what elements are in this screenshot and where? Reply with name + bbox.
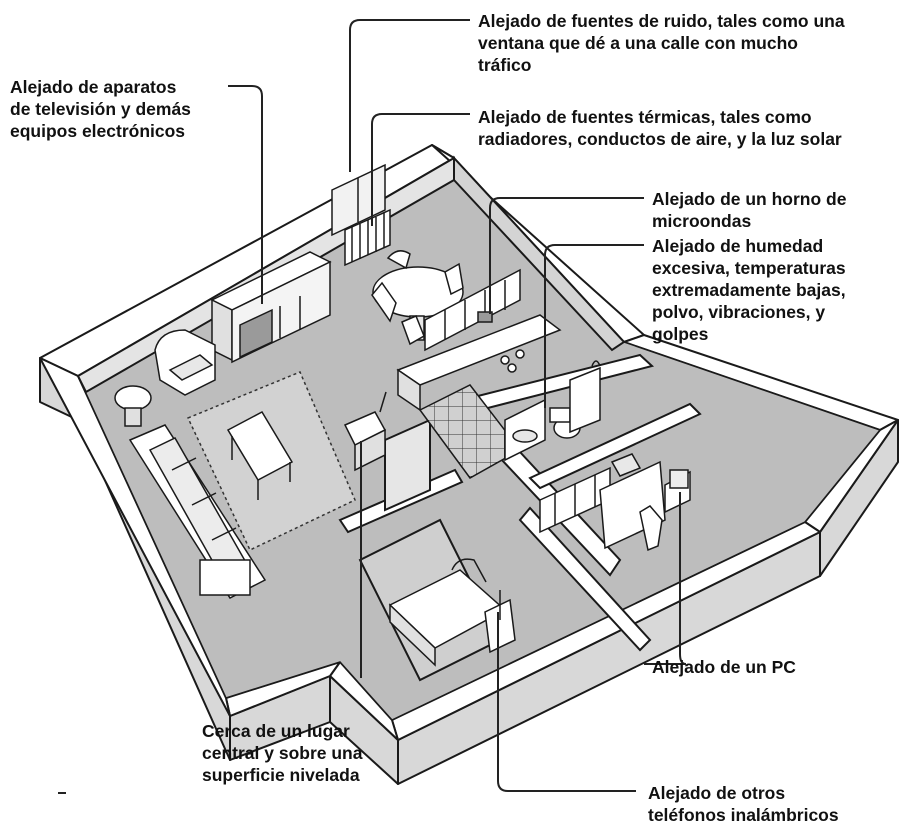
microwave-leader	[489, 197, 644, 314]
callout-line: equipos electrónicos	[10, 121, 186, 141]
pc-leader	[644, 492, 687, 665]
callout-microwave: Alejado de un horno de microondas	[652, 188, 846, 232]
callout-line: excesiva, temperaturas	[652, 258, 846, 278]
callout-heat-sources: Alejado de fuentes térmicas, tales como …	[478, 106, 842, 150]
page-dash-mark	[58, 792, 66, 794]
callout-line: radiadores, conductos de aire, y la luz …	[478, 129, 842, 149]
callout-line: Alejado de fuentes térmicas, tales como	[478, 107, 812, 127]
callout-line: tráfico	[478, 55, 532, 75]
tv-cabinet	[210, 251, 332, 364]
bedroom	[388, 558, 516, 667]
callout-line: Alejado de fuentes de ruido, tales como …	[478, 11, 845, 31]
bathroom	[504, 360, 601, 462]
callout-line: Alejado de otros	[648, 783, 786, 803]
callout-noise-sources: Alejado de fuentes de ruido, tales como …	[478, 10, 845, 76]
humidity-leader	[544, 244, 644, 408]
callout-line: ventana que dé a una calle con mucho	[478, 33, 798, 53]
callout-humidity: Alejado de humedad excesiva, temperatura…	[652, 235, 846, 345]
callout-tv-electronics: Alejado de aparatos de televisión y demá…	[10, 76, 191, 142]
callout-other-phones: Alejado de otros teléfonos inalámbricos	[648, 782, 839, 826]
base-phone	[343, 391, 387, 472]
radiator	[344, 208, 391, 267]
callout-line: superficie nivelada	[202, 765, 360, 785]
callout-line: Alejado de humedad	[652, 236, 824, 256]
noise-leader	[349, 19, 470, 172]
kitchen	[396, 268, 562, 479]
callout-line: Cerca de un lugar	[202, 721, 350, 741]
callout-line: teléfonos inalámbricos	[648, 805, 839, 825]
sofa	[128, 424, 267, 599]
callout-central-location: Cerca de un lugar central y sobre una su…	[202, 720, 362, 786]
callout-line: Alejado de un horno de	[652, 189, 847, 209]
dining-set	[371, 250, 464, 346]
phones-leader	[497, 612, 636, 792]
callout-line: polvo, vibraciones, y	[652, 302, 826, 322]
callout-line: Alejado de aparatos	[10, 77, 177, 97]
lamp	[114, 385, 152, 427]
callout-line: golpes	[652, 324, 709, 344]
callout-line: microondas	[652, 211, 752, 231]
callout-line: Alejado de un PC	[652, 657, 796, 677]
heat-leader	[371, 113, 470, 226]
armchair	[154, 329, 216, 396]
tv-leader	[228, 85, 263, 304]
callout-line: extremadamente bajas,	[652, 280, 846, 300]
callout-pc: Alejado de un PC	[652, 656, 796, 678]
coffee-table	[226, 411, 294, 500]
callout-line: central y sobre una	[202, 743, 363, 763]
callout-line: de televisión y demás	[10, 99, 191, 119]
leader-lines	[228, 19, 687, 792]
office	[539, 453, 691, 552]
